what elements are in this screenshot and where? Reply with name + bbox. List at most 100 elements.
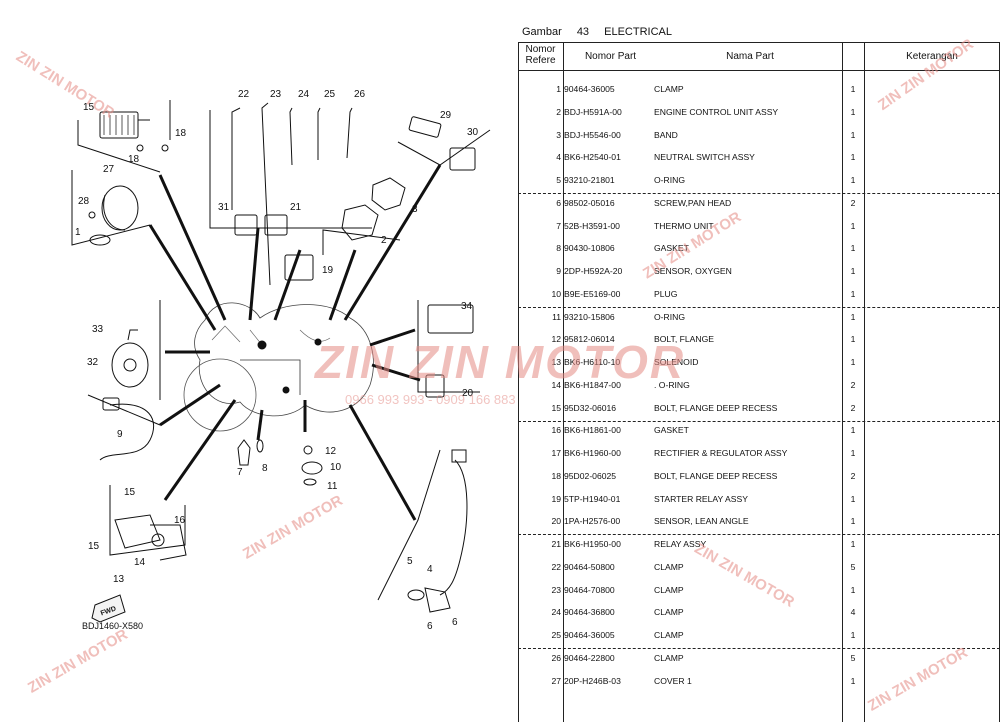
ref-cell: 27 [551, 675, 561, 686]
quantity-cell: 1 [850, 84, 856, 94]
callout-6b: 6 [452, 617, 458, 628]
quantity-cell: 1 [850, 175, 856, 185]
part-number-cell: BK6-H1861-00 [564, 425, 621, 436]
ref-cell: 17 [551, 448, 561, 458]
part-name-cell: CLAMP [654, 630, 684, 640]
part-name-cell: CLAMP [654, 652, 684, 663]
callout-17: 15 [83, 102, 95, 113]
ref-cell: 26 [551, 652, 561, 663]
group-separator [518, 306, 1000, 308]
col-header-part: Nomor Part [584, 51, 637, 62]
quantity-cell: 5 [850, 652, 856, 663]
part-number-cell: 20P-H246B-03 [564, 675, 621, 686]
callout-25: 25 [324, 89, 336, 100]
callout-10: 10 [330, 462, 342, 473]
quantity-cell: 1 [850, 288, 856, 299]
callout-3: 3 [412, 204, 418, 215]
quantity-cell: 1 [850, 539, 856, 549]
col-header-name: Nama Part [726, 51, 774, 62]
group-separator [518, 193, 1000, 194]
quantity-cell: 2 [850, 402, 856, 413]
part-number-cell: BK6-H1960-00 [564, 448, 621, 458]
ref-cell: 24 [551, 607, 561, 618]
part-number-cell: BDJ-H5546-00 [564, 129, 621, 140]
callout-27: 27 [103, 164, 115, 175]
part-name-cell: COVER 1 [654, 675, 692, 686]
quantity-cell: 1 [850, 106, 856, 117]
callout-15a: 15 [124, 487, 136, 498]
part-name-cell: CLAMP [654, 584, 684, 595]
callout-14: 14 [134, 557, 146, 568]
callout-20: 20 [462, 388, 474, 399]
ref-cell: 18 [551, 470, 561, 481]
part-name-cell: BOLT, FLANGE DEEP RECESS [654, 470, 778, 481]
ref-cell: 9 [556, 266, 561, 276]
callout-24: 24 [298, 89, 310, 100]
quantity-cell: 1 [850, 243, 856, 254]
part-name-cell: GASKET [654, 243, 689, 254]
callout-34: 34 [461, 301, 473, 312]
ref-cell: 25 [551, 630, 561, 640]
callout-6a: 6 [427, 621, 433, 632]
part-name-cell: O-RING [654, 175, 686, 185]
part-name-cell: BAND [654, 129, 678, 140]
quantity-cell: 1 [850, 311, 856, 322]
part-name-cell: RECTIFIER & REGULATOR ASSY [654, 448, 788, 458]
ref-cell: 8 [556, 243, 561, 254]
ref-cell: 4 [556, 152, 561, 163]
figure-code: BDJ1460-X580 [82, 621, 144, 631]
table-border-top [518, 42, 1000, 43]
figure-label: Gambar [522, 26, 562, 38]
part-number-cell: 52B-H3591-00 [564, 220, 620, 231]
ref-cell: 21 [551, 539, 561, 549]
quantity-cell: 2 [850, 197, 856, 208]
part-name-cell: CLAMP [654, 84, 684, 94]
group-separator [518, 534, 1000, 536]
part-number-cell: BK6-H1847-00 [564, 379, 621, 390]
part-number-cell: BK6-H2540-01 [564, 152, 621, 163]
part-name-cell: RELAY ASSY [654, 539, 707, 549]
callout-4: 4 [427, 564, 433, 575]
section-title: ELECTRICAL [604, 26, 672, 38]
callout-18b: 18 [128, 154, 140, 165]
quantity-cell: 4 [850, 607, 856, 618]
callout-5: 5 [407, 556, 413, 567]
ref-cell: 23 [551, 584, 561, 595]
part-number-cell: BDJ-H591A-00 [564, 106, 622, 117]
part-name-cell: . O-RING [654, 379, 690, 390]
part-name-cell: SCREW,PAN HEAD [654, 197, 732, 208]
parts-table: Nomor Refere Nomor Part Nama Part Ketera… [518, 42, 1000, 722]
callout-13: 13 [113, 574, 125, 585]
callout-18a: 18 [175, 128, 187, 139]
quantity-cell: 1 [850, 266, 856, 276]
ref-cell: 22 [551, 561, 561, 572]
callout-30: 30 [467, 127, 479, 138]
ref-cell: 2 [556, 106, 561, 117]
quantity-cell: 1 [850, 334, 856, 345]
ref-cell: 19 [551, 493, 561, 504]
callout-15b: 15 [88, 541, 100, 552]
callout-19: 19 [322, 265, 334, 276]
parts-diagram: FWD 15 18 18 27 28 1 22 23 24 25 26 29 3… [71, 89, 491, 632]
ref-cell: 16 [551, 425, 561, 436]
callout-1: 1 [75, 227, 81, 238]
part-name-cell: NEUTRAL SWITCH ASSY [654, 152, 755, 163]
part-number-cell: 90464-36005 [564, 84, 615, 94]
ref-cell: 3 [556, 129, 561, 140]
header-divider [518, 70, 1000, 71]
